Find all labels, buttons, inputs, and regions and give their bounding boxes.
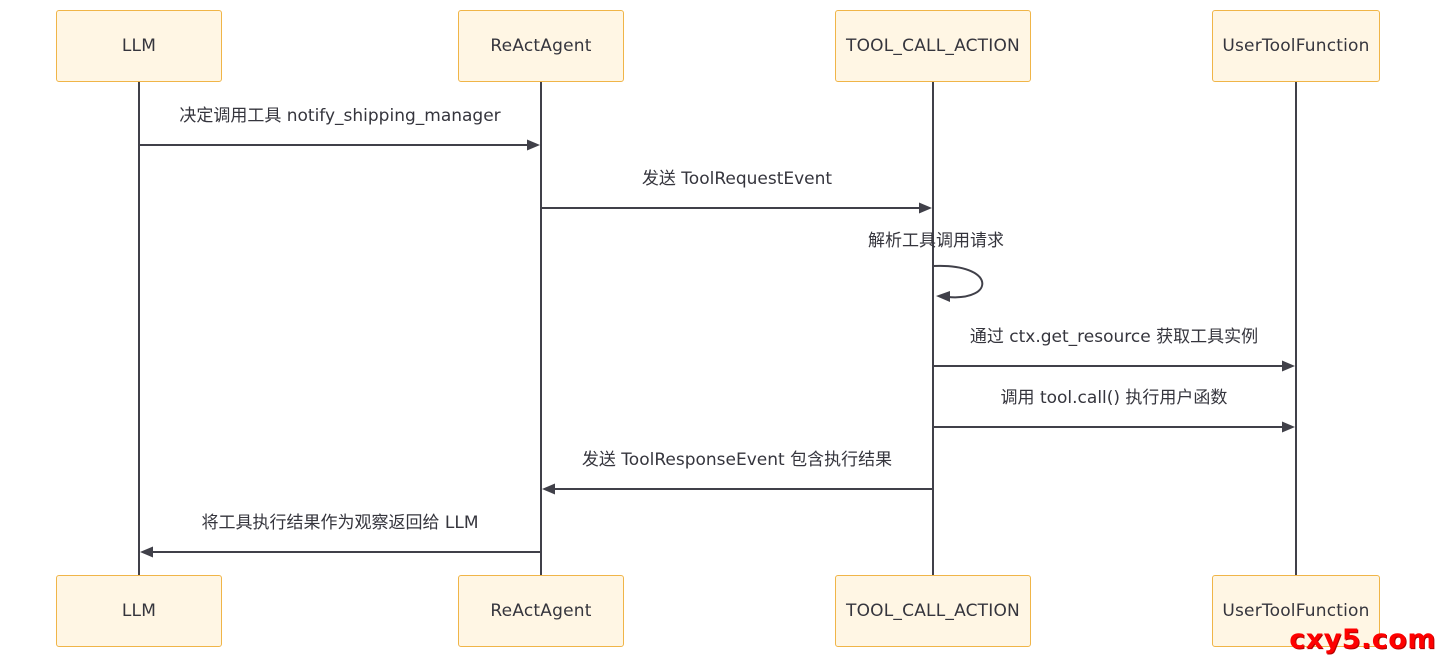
actor-top-user-tool-function: UserToolFunction — [1212, 10, 1380, 82]
actor-label: UserToolFunction — [1222, 36, 1370, 56]
actor-top-llm: LLM — [56, 10, 222, 82]
arrow-reactagent-to-llm — [140, 546, 541, 558]
actor-label: LLM — [121, 601, 157, 621]
message-label-5: 调用 tool.call() 执行用户函数 — [1000, 388, 1228, 408]
actor-label: ReActAgent — [490, 36, 592, 56]
actor-top-react-agent: ReActAgent — [458, 10, 624, 82]
actor-bottom-tool-call-action: TOOL_CALL_ACTION — [835, 575, 1031, 647]
message-label-7: 将工具执行结果作为观察返回给 LLM — [201, 513, 479, 533]
arrow-llm-to-reactagent — [139, 139, 540, 151]
actor-bottom-react-agent: ReActAgent — [458, 575, 624, 647]
arrow-toolcallaction-to-usertoolfunction-2 — [933, 421, 1295, 433]
actor-bottom-llm: LLM — [56, 575, 222, 647]
actor-label: TOOL_CALL_ACTION — [846, 36, 1020, 56]
actor-top-tool-call-action: TOOL_CALL_ACTION — [835, 10, 1031, 82]
arrow-toolcallaction-to-reactagent — [542, 483, 933, 495]
arrowhead-right-icon — [1282, 360, 1295, 372]
actor-label: TOOL_CALL_ACTION — [846, 601, 1020, 621]
message-label-2: 发送 ToolRequestEvent — [641, 169, 833, 189]
arrow-reactagent-to-toolcallaction — [541, 202, 932, 214]
arrowhead-left-icon — [936, 291, 950, 302]
arrowhead-right-icon — [527, 139, 540, 151]
message-label-6: 发送 ToolResponseEvent 包含执行结果 — [581, 450, 893, 470]
actor-bottom-user-tool-function: UserToolFunction — [1212, 575, 1380, 647]
message-label-1: 决定调用工具 notify_shipping_manager — [179, 106, 501, 126]
arrowhead-right-icon — [919, 202, 932, 214]
arrowhead-left-icon — [542, 483, 555, 495]
actor-label: ReActAgent — [490, 601, 592, 621]
message-label-4: 通过 ctx.get_resource 获取工具实例 — [969, 327, 1259, 347]
actor-label: UserToolFunction — [1222, 601, 1370, 621]
self-loop-toolcallaction — [932, 264, 984, 302]
message-label-3: 解析工具调用请求 — [868, 231, 1004, 251]
arrowhead-left-icon — [140, 546, 153, 558]
arrowhead-right-icon — [1282, 421, 1295, 433]
actor-label: LLM — [121, 36, 157, 56]
watermark-text: cxy5.com — [1289, 624, 1436, 655]
arrow-toolcallaction-to-usertoolfunction-1 — [933, 360, 1295, 372]
